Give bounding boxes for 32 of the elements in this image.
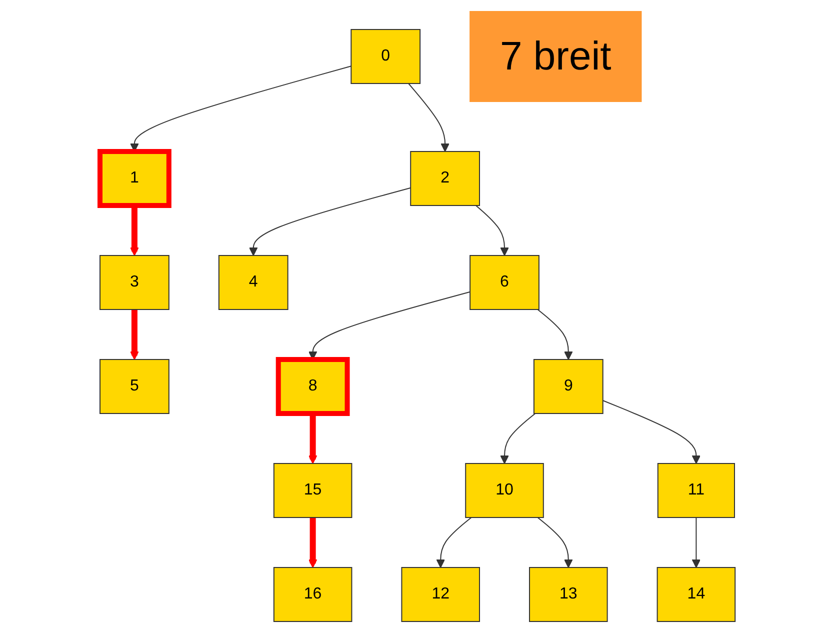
- node-box: 7 breit: [470, 11, 642, 102]
- arrow: [308, 291, 471, 360]
- node-box: 11: [658, 463, 736, 518]
- node-box: 2: [410, 151, 480, 206]
- node-box: 8: [276, 357, 350, 416]
- node-box: 16: [274, 567, 353, 622]
- node-box: 12: [402, 567, 480, 622]
- node-box: 3: [100, 255, 170, 310]
- arrow: [538, 309, 574, 360]
- arrow: [692, 517, 702, 568]
- arrow: [538, 517, 574, 568]
- arrow: [500, 413, 536, 464]
- arrow: [130, 66, 352, 152]
- node-box: 1: [98, 149, 172, 208]
- arrow: [308, 414, 318, 464]
- node-box: 9: [534, 359, 604, 414]
- arrow: [408, 83, 450, 152]
- arrow: [130, 310, 140, 360]
- arrow: [308, 518, 318, 568]
- node-box: 15: [274, 463, 353, 518]
- node-box: 13: [529, 567, 608, 622]
- node-box: 6: [470, 255, 540, 310]
- arrow: [130, 206, 140, 256]
- node-box: 0: [351, 29, 421, 84]
- arrow: [476, 205, 510, 256]
- arrow: [249, 187, 412, 256]
- node-box: 4: [218, 255, 289, 310]
- node-box: 14: [657, 567, 736, 622]
- arrow: [436, 517, 472, 568]
- node-box: 5: [100, 359, 170, 414]
- arrow: [602, 400, 702, 464]
- node-box: 10: [466, 463, 544, 518]
